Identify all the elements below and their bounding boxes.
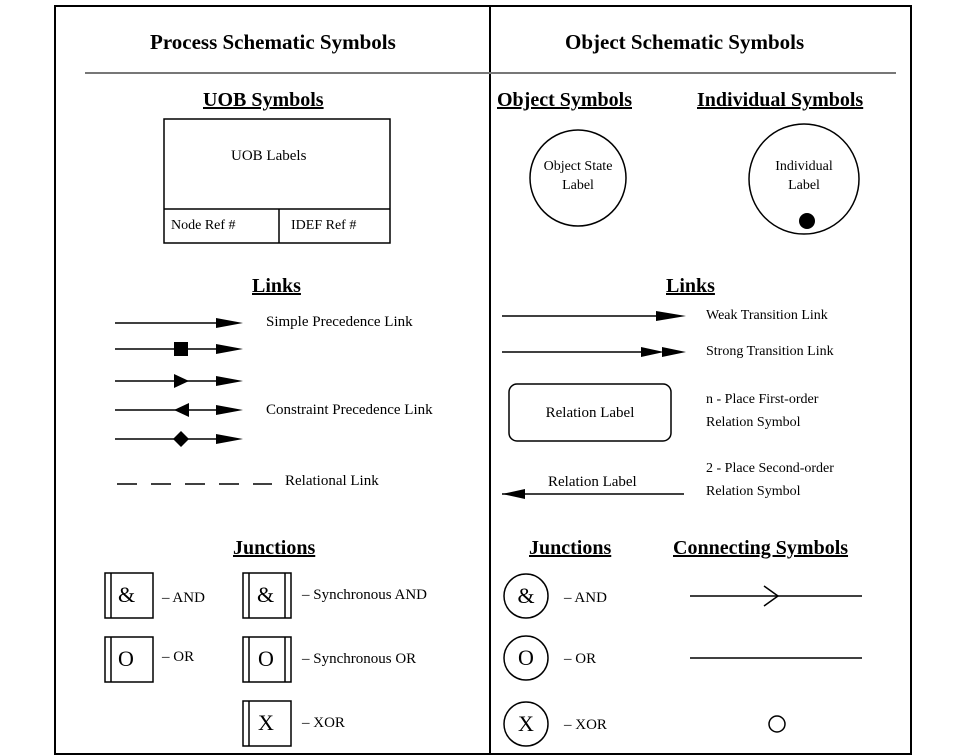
two-place-line2: Relation Symbol — [706, 484, 801, 499]
connecting-symbols-heading: Connecting Symbols — [673, 537, 849, 559]
relational-link-label: Relational Link — [285, 473, 379, 489]
obj-or-glyph: O — [518, 645, 534, 670]
strong-transition-arrow — [502, 347, 686, 357]
connecting-arrow-symbol — [690, 585, 862, 607]
uob-labels-text: UOB Labels — [231, 148, 307, 164]
outer-frame — [54, 5, 912, 755]
obj-junction-xor-circle — [503, 701, 549, 747]
simple-precedence-arrow — [115, 318, 243, 328]
object-junctions-heading: Junctions — [529, 537, 612, 559]
object-state-label-line2: Label — [562, 178, 594, 193]
sync-or-label: – Synchronous OR — [302, 651, 417, 667]
n-place-line1: n - Place First-order — [706, 392, 819, 407]
process-title: Process Schematic Symbols — [150, 30, 396, 54]
constraint-diamond-arrow — [115, 431, 243, 447]
junction-and-box — [104, 572, 154, 619]
object-state-circle — [529, 129, 627, 227]
uob-symbols-heading: UOB Symbols — [203, 89, 324, 111]
sync-and-label: – Synchronous AND — [302, 587, 428, 603]
obj-xor-glyph: X — [518, 711, 534, 736]
process-junctions-heading: Junctions — [233, 537, 316, 559]
obj-xor-label: – XOR — [564, 717, 607, 733]
constraint-backward-arrow — [115, 403, 243, 417]
obj-and-label: – AND — [564, 590, 607, 606]
relation-label-box — [508, 383, 672, 442]
individual-symbols-heading: Individual Symbols — [697, 89, 864, 111]
individual-label-line2: Label — [788, 178, 820, 193]
constraint-forward-arrow — [115, 374, 243, 388]
constraint-square-arrow — [115, 342, 243, 356]
junction-or-box — [104, 636, 154, 683]
two-place-line1: 2 - Place Second-order — [706, 461, 834, 476]
obj-junction-or-circle — [503, 635, 549, 681]
node-ref-text: Node Ref # — [171, 218, 236, 233]
weak-transition-arrow — [502, 311, 686, 321]
uob-box — [163, 118, 391, 244]
sync-or-glyph: O — [258, 646, 274, 671]
junction-sync-and-box — [242, 572, 292, 619]
relation-label-box-text: Relation Label — [545, 405, 635, 421]
second-order-relation-line — [502, 489, 684, 499]
relation-label-line-text: Relation Label — [548, 474, 637, 490]
or-label: – OR — [162, 649, 195, 665]
or-glyph: O — [118, 646, 134, 671]
individual-circle — [748, 123, 860, 235]
individual-label-line1: Individual — [775, 159, 833, 174]
object-symbols-heading: Object Symbols — [497, 89, 632, 111]
weak-transition-label: Weak Transition Link — [706, 308, 828, 323]
junction-xor-box — [242, 700, 292, 747]
idef-ref-text: IDEF Ref # — [291, 218, 357, 233]
obj-and-glyph: & — [517, 583, 535, 608]
sync-and-glyph: & — [257, 582, 275, 607]
process-links-heading: Links — [252, 275, 301, 297]
xor-label: – XOR — [302, 715, 345, 731]
obj-junction-and-circle — [503, 573, 549, 619]
xor-glyph: X — [258, 710, 274, 735]
connecting-circle-symbol — [768, 715, 786, 733]
and-glyph: & — [118, 582, 136, 607]
constraint-precedence-label: Constraint Precedence Link — [266, 402, 433, 418]
junction-sync-or-box — [242, 636, 292, 683]
simple-precedence-label: Simple Precedence Link — [266, 314, 413, 330]
n-place-line2: Relation Symbol — [706, 415, 801, 430]
object-state-label-line1: Object State — [543, 159, 613, 174]
strong-transition-label: Strong Transition Link — [706, 344, 834, 359]
individual-dot — [799, 213, 815, 229]
object-title: Object Schematic Symbols — [565, 30, 805, 54]
object-links-heading: Links — [666, 275, 715, 297]
and-label: – AND — [162, 590, 205, 606]
obj-or-label: – OR — [564, 651, 597, 667]
